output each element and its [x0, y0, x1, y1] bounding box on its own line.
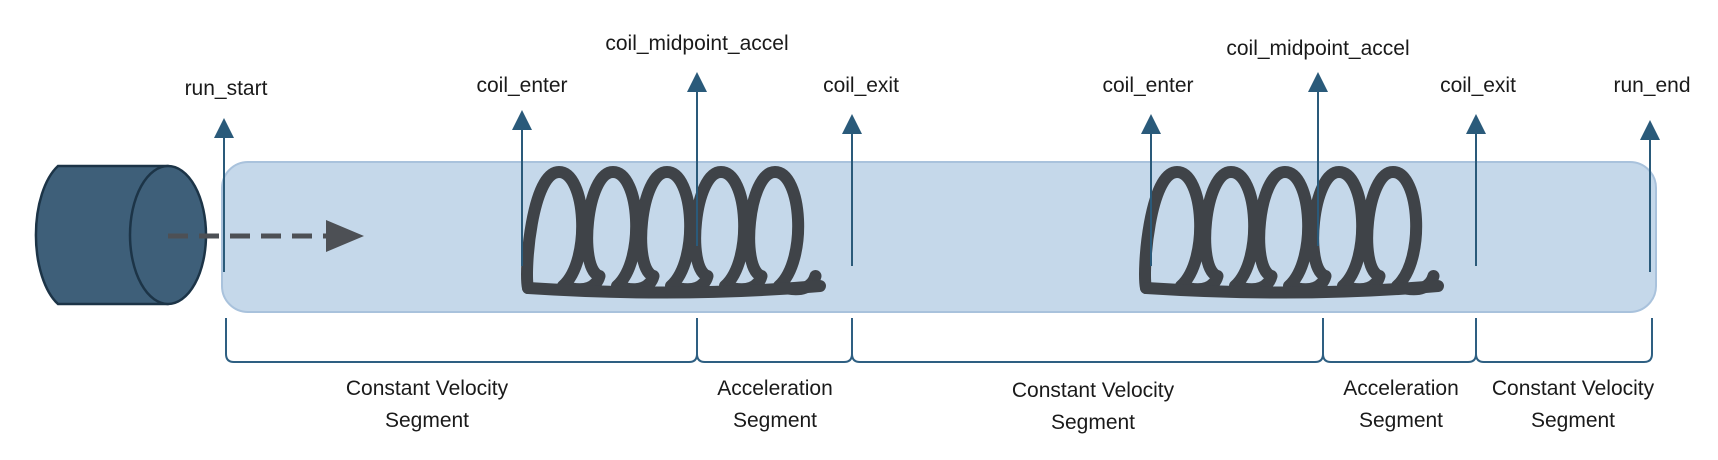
arrowhead-icon — [687, 72, 707, 92]
coil-icon-2 — [1139, 166, 1444, 299]
marker-label-coil-exit-2: coil_exit — [1440, 74, 1516, 97]
segment-label-1: Constant Velocity — [346, 377, 509, 400]
segment-braces — [225, 318, 1653, 363]
marker-label-coil-midpoint-accel-2: coil_midpoint_accel — [1226, 37, 1409, 60]
arrowhead-icon — [1141, 114, 1161, 134]
brace-5 — [1475, 318, 1653, 363]
brace-2 — [696, 318, 853, 363]
dashed-arrow-icon — [168, 220, 364, 252]
arrowhead-icon — [842, 114, 862, 134]
marker-label-run-end: run_end — [1613, 74, 1690, 97]
brace-4 — [1322, 318, 1477, 363]
brace-1 — [225, 318, 698, 363]
coils — [521, 166, 1444, 299]
segment-label-4-line2: Segment — [1359, 409, 1443, 432]
brace-3 — [851, 318, 1324, 363]
event-markers — [214, 72, 1660, 272]
arrowhead-icon — [214, 118, 234, 138]
marker-label-coil-enter-2: coil_enter — [1102, 74, 1193, 97]
segment-label-5: Constant Velocity — [1492, 377, 1655, 400]
segment-label-3-line2: Segment — [1051, 411, 1135, 434]
marker-label-coil-midpoint-accel: coil_midpoint_accel — [605, 32, 788, 55]
marker-label-run-start: run_start — [185, 77, 268, 100]
arrowhead-icon — [1466, 114, 1486, 134]
arrowhead-icon — [512, 110, 532, 130]
arrowhead-icon — [1640, 120, 1660, 140]
marker-label-coil-exit: coil_exit — [823, 74, 899, 97]
segment-label-2: Acceleration — [717, 377, 833, 400]
marker-label-coil-enter: coil_enter — [476, 74, 567, 97]
segment-label-2-line2: Segment — [733, 409, 817, 432]
coil-icon — [521, 166, 826, 299]
segment-label-3: Constant Velocity — [1012, 379, 1175, 402]
segment-label-1-line2: Segment — [385, 409, 469, 432]
segment-label-4: Acceleration — [1343, 377, 1459, 400]
segment-label-5-line2: Segment — [1531, 409, 1615, 432]
arrowhead-icon — [1308, 72, 1328, 92]
